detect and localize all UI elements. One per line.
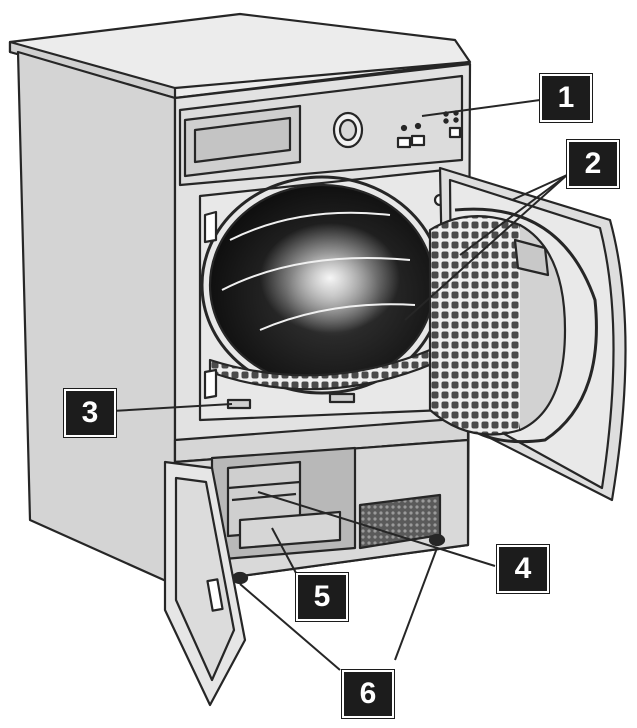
led-icon bbox=[400, 124, 408, 132]
callout-3: 3 bbox=[64, 389, 116, 437]
led-icon bbox=[453, 117, 459, 123]
callout-5: 5 bbox=[296, 573, 348, 621]
led-icon bbox=[443, 118, 449, 124]
led-icon bbox=[414, 122, 422, 130]
button-icon bbox=[396, 136, 412, 149]
button-icon bbox=[448, 126, 462, 139]
callout-4: 4 bbox=[497, 545, 549, 593]
side-panel bbox=[16, 50, 177, 587]
callout-6: 6 bbox=[342, 670, 394, 718]
callout-1: 1 bbox=[540, 74, 592, 122]
leader-lines bbox=[111, 99, 568, 671]
callout-2: 2 bbox=[567, 140, 619, 188]
button-icon bbox=[410, 134, 426, 147]
adjustable-foot bbox=[231, 571, 249, 585]
adjustable-foot bbox=[428, 533, 446, 547]
